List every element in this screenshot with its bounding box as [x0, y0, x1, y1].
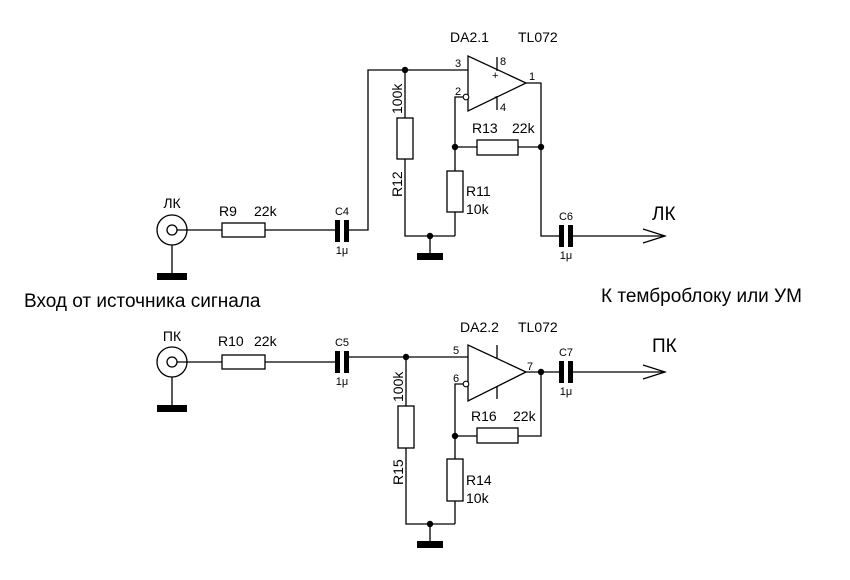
right-input-connector-icon — [156, 346, 188, 412]
da2-2-part: TL072 — [518, 319, 558, 335]
r16-ref: R16 — [471, 408, 497, 424]
pin-5: 5 — [453, 345, 459, 357]
resistor-r10 — [221, 354, 266, 370]
r11-ref: R11 — [466, 183, 491, 199]
c5-value: 1μ — [336, 376, 348, 388]
r9-ref: R9 — [219, 203, 237, 219]
plus-sign: + — [492, 70, 498, 82]
resistor-r15 — [397, 405, 415, 449]
resistor-r14 — [446, 458, 464, 502]
resistor-r16 — [476, 427, 519, 444]
resistor-r12 — [396, 117, 414, 160]
pin-3: 3 — [455, 58, 461, 70]
c7-ref: C7 — [559, 347, 573, 359]
da2-1-part: TL072 — [518, 29, 558, 45]
r13-value: 22k — [512, 120, 536, 136]
r10-value: 22k — [254, 333, 278, 349]
pin-6: 6 — [453, 373, 459, 385]
left-input-connector-icon — [156, 214, 188, 280]
c5-ref: C5 — [335, 337, 349, 349]
capacitor-c6 — [559, 225, 573, 247]
junction-dot — [451, 432, 459, 440]
r16-value: 22k — [513, 408, 537, 424]
r12-ref: R12 — [389, 171, 405, 197]
c6-value: 1μ — [560, 250, 572, 262]
r14-value: 10k — [466, 490, 490, 506]
resistor-r9 — [221, 222, 266, 238]
junction-dot — [451, 143, 459, 151]
minus-sign: - — [494, 91, 498, 103]
left-output-label: ЛК — [652, 204, 676, 225]
left-input-label: ЛК — [163, 195, 181, 211]
r9-value: 22k — [254, 203, 278, 219]
pin-2: 2 — [455, 86, 461, 98]
capacitor-c4 — [335, 220, 349, 242]
right-input-label: ПК — [163, 328, 182, 344]
output-caption: К темброблоку или УМ — [601, 286, 802, 307]
c4-ref: C4 — [335, 206, 349, 218]
r15-value: 100k — [390, 371, 406, 402]
opamp-da2-2 — [462, 343, 528, 403]
capacitor-c7 — [559, 361, 573, 383]
c7-value: 1μ — [560, 386, 572, 398]
c6-ref: C6 — [559, 211, 573, 223]
opamp-da2-1 — [462, 54, 528, 113]
left-channel: ЛК R9 22k C4 1μ 100k R12 DA2.1 — [156, 29, 676, 280]
ground-icon — [417, 253, 443, 260]
r13-ref: R13 — [472, 120, 498, 136]
r10-ref: R10 — [218, 333, 244, 349]
pin-7: 7 — [527, 361, 533, 373]
ground-icon — [417, 541, 443, 548]
resistor-r13 — [476, 139, 519, 156]
r11-value: 10k — [466, 201, 490, 217]
pin-1: 1 — [529, 71, 535, 83]
input-caption: Вход от источника сигнала — [24, 291, 261, 312]
r12-value: 100k — [389, 83, 405, 114]
right-output-label: ПК — [652, 336, 677, 357]
output-arrow-icon — [642, 228, 668, 244]
da2-1-ref: DA2.1 — [450, 29, 489, 45]
r15-ref: R15 — [390, 459, 406, 485]
right-channel: ПК R10 22k C5 1μ 100k R15 DA2.2 — [156, 319, 677, 548]
junction-dot — [537, 143, 545, 151]
resistor-r11 — [446, 170, 464, 213]
pin-8: 8 — [500, 56, 506, 68]
da2-2-ref: DA2.2 — [460, 319, 499, 335]
pin-4: 4 — [500, 102, 506, 114]
c4-value: 1μ — [336, 245, 348, 257]
output-arrow-icon — [642, 364, 668, 380]
r14-ref: R14 — [466, 472, 492, 488]
capacitor-c5 — [335, 351, 349, 373]
